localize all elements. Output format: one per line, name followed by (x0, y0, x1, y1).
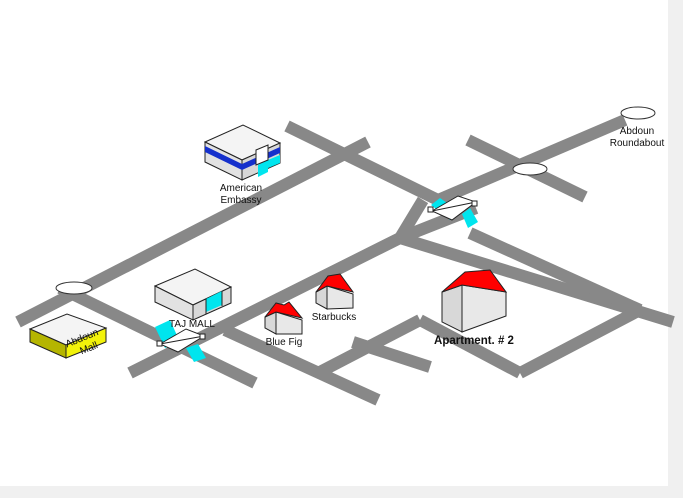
american-embassy-label-line1: American (220, 183, 262, 194)
road-roundabout-connector (435, 114, 628, 206)
starbucks-label: Starbucks (312, 312, 356, 323)
road-bluefig-street (222, 324, 381, 406)
abdoun-mall-building (28, 313, 108, 359)
bridge-south (155, 320, 206, 362)
taj-mall-building (153, 268, 233, 321)
american-embassy-label-line2: Embassy (220, 195, 261, 206)
road-west-arm (57, 282, 258, 389)
abdoun-roundabout-label-line2: Roundabout (610, 138, 665, 149)
apartment-2-label: Apartment. # 2 (434, 335, 514, 347)
blue-fig-label: Blue Fig (266, 337, 303, 348)
road-southwest-arm (467, 227, 643, 316)
starbucks-house (315, 273, 355, 310)
roundabout-abdoun (620, 106, 656, 120)
roundabout-west (55, 281, 93, 295)
road-network (15, 114, 675, 406)
blue-fig-house (264, 301, 304, 335)
bottom-edge-strip (0, 486, 683, 498)
taj-mall-label: TAJ MALL (169, 319, 215, 330)
bridge-north (427, 195, 478, 228)
roundabout-middle (512, 162, 548, 176)
road-upper-cross (284, 120, 441, 206)
right-edge-strip (668, 0, 683, 498)
apartment-2-house (441, 269, 508, 333)
road-residential-2 (417, 314, 523, 379)
abdoun-roundabout-label-line1: Abdoun (620, 126, 654, 137)
road-residential-3 (517, 304, 643, 379)
road-residential-4 (351, 336, 432, 373)
american-embassy-building (203, 124, 282, 181)
